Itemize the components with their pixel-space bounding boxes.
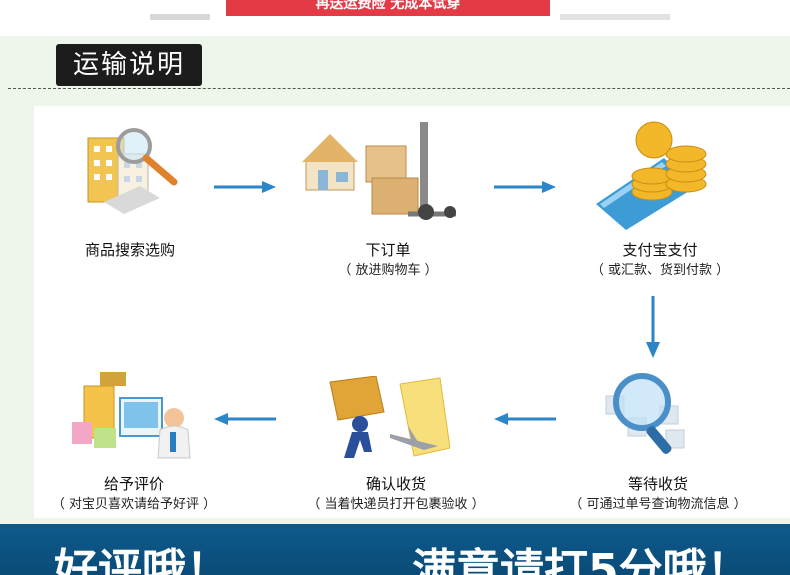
- delivery-man-box-icon: [329, 376, 450, 458]
- step-review: 给予评价 （ 对宝贝喜欢请给予好评 ）: [34, 474, 234, 514]
- step-order-title: 下订单: [365, 241, 411, 259]
- step-wait-title: 等待收货: [627, 475, 688, 493]
- step-wait: 等待收货 （ 可通过单号查询物流信息 ）: [558, 474, 758, 514]
- bottom-banner-right-text: 满意请打5分哦！: [412, 545, 751, 575]
- section-divider: [8, 88, 790, 89]
- step-review-title: 给予评价: [103, 475, 164, 493]
- step-review-sub: （ 对宝贝喜欢请给予好评 ）: [51, 497, 217, 512]
- top-decoration-right: [560, 14, 670, 20]
- step-pay-title: 支付宝支付: [622, 241, 698, 259]
- step-browse: 商品搜索选购: [30, 240, 230, 260]
- step-confirm-sub: （ 当着快递员打开包裹验收 ）: [307, 497, 485, 512]
- buildings-magnifier-icon: [87, 128, 178, 214]
- bottom-banner-left-text: 好评哦！: [54, 545, 230, 575]
- arrow-down-icon: [646, 296, 660, 358]
- top-decoration-left: [150, 14, 210, 20]
- step-confirm: 确认收货 （ 当着快递员打开包裹验收 ）: [296, 474, 496, 514]
- step-order: 下订单 （ 放进购物车 ）: [288, 240, 488, 280]
- arrow-left-1-icon: [494, 413, 556, 425]
- top-promo-banner: 再送运费险 无成本试穿: [226, 0, 550, 16]
- arrow-left-2-icon: [214, 413, 276, 425]
- step-pay: 支付宝支付 （ 或汇款、货到付款 ）: [560, 240, 760, 280]
- section-title: 运输说明: [56, 44, 202, 86]
- step-pay-sub: （ 或汇款、货到付款 ）: [590, 263, 730, 278]
- arrow-right-2-icon: [494, 181, 556, 193]
- gold-coins-card-icon: [596, 121, 707, 230]
- step-confirm-title: 确认收货: [365, 475, 426, 493]
- gift-shopping-computer-icon: [72, 372, 191, 459]
- arrow-right-1-icon: [214, 181, 276, 193]
- bottom-banner: 好评哦！ 满意请打5分哦！: [0, 524, 790, 575]
- step-wait-sub: （ 可通过单号查询物流信息 ）: [569, 497, 747, 512]
- step-browse-title: 商品搜索选购: [84, 241, 175, 259]
- step-order-sub: （ 放进购物车 ）: [338, 263, 438, 278]
- search-magnifier-icon: [605, 373, 685, 454]
- cart-boxes-icon: [302, 122, 456, 220]
